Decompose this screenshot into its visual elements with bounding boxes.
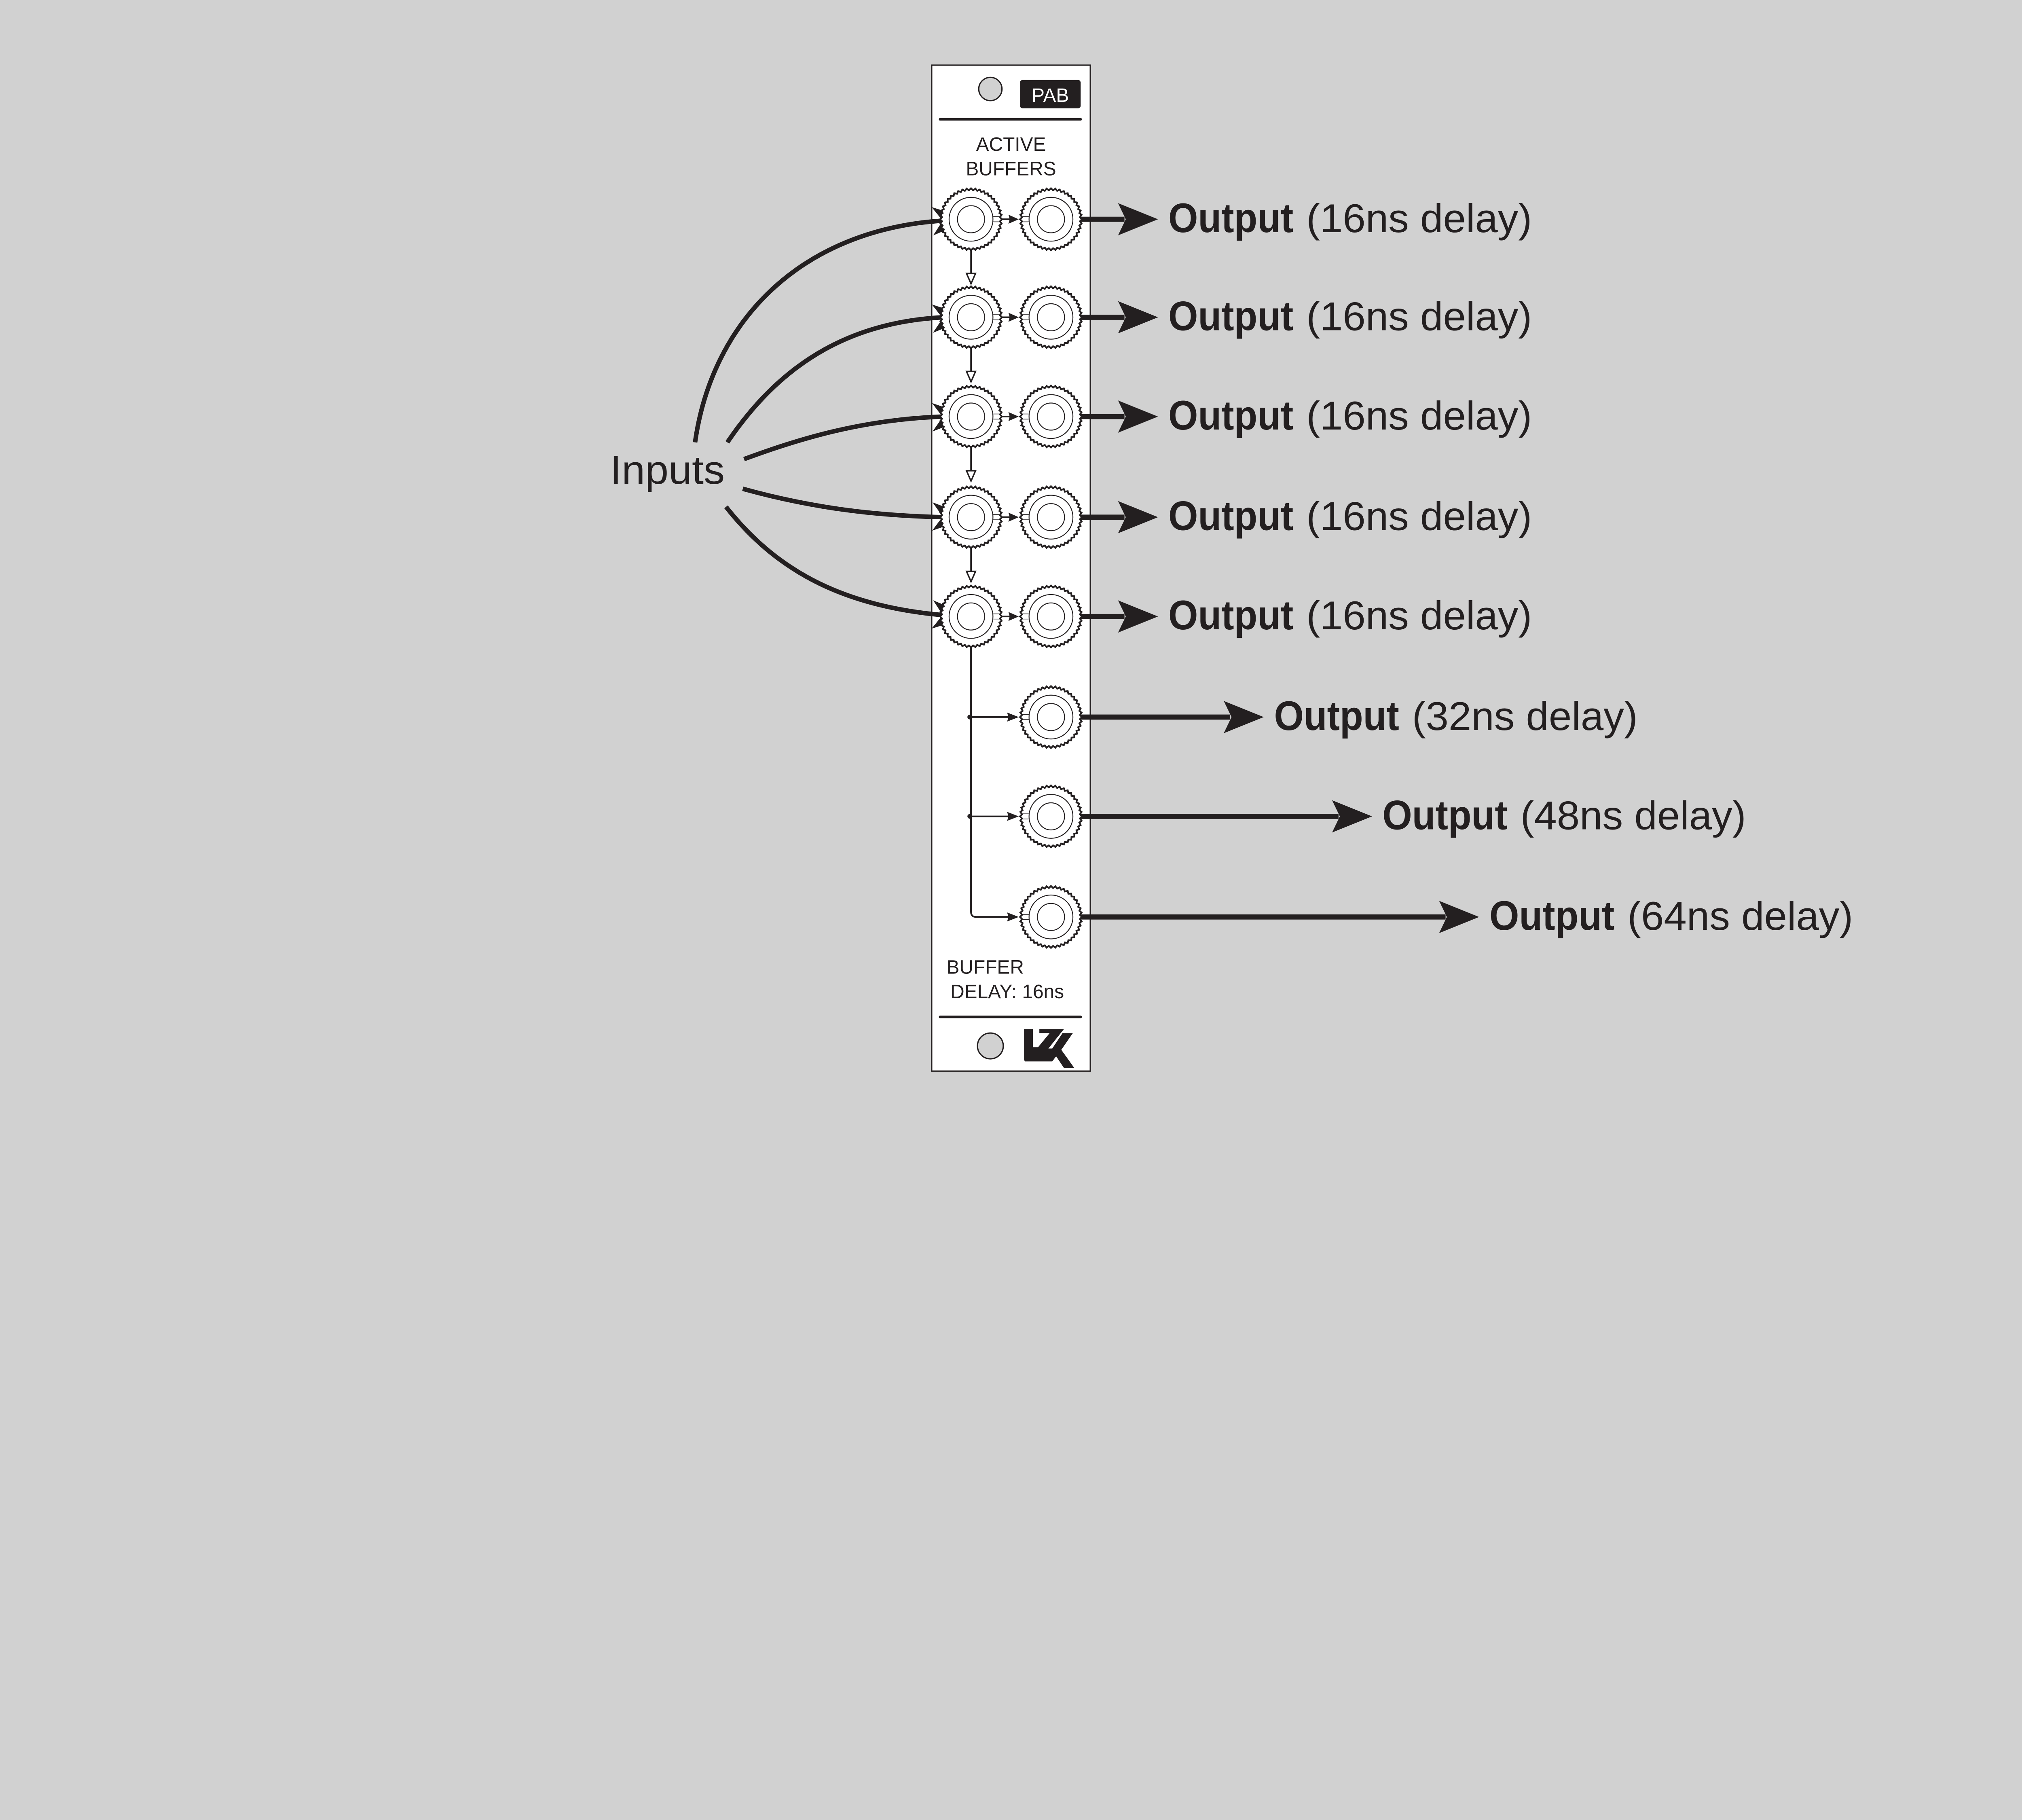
output-delay: (16ns delay) bbox=[1306, 294, 1532, 339]
output-arrow-icon bbox=[1224, 701, 1264, 733]
jack-ring bbox=[1028, 794, 1074, 839]
badge bbox=[1020, 80, 1081, 108]
output-arrow-icon bbox=[1118, 301, 1158, 334]
jack-socket bbox=[957, 602, 985, 631]
output-label: Output bbox=[1274, 693, 1399, 739]
jack-socket bbox=[1037, 703, 1065, 731]
buffer-link-arrow-icon bbox=[1008, 512, 1019, 522]
jack-socket bbox=[957, 205, 985, 233]
input-curve bbox=[725, 315, 944, 444]
jack-socket bbox=[957, 402, 985, 431]
output-delay: (48ns delay) bbox=[1521, 793, 1746, 838]
jack-ring bbox=[1028, 694, 1074, 740]
jack-ring bbox=[1028, 197, 1074, 242]
jack-ring bbox=[948, 295, 994, 340]
output-jack-5[interactable] bbox=[1019, 584, 1083, 649]
jack-socket bbox=[957, 503, 985, 531]
jack-ring bbox=[1028, 894, 1074, 940]
output-delay: (32ns delay) bbox=[1412, 694, 1638, 739]
input-curve bbox=[693, 218, 944, 443]
inputs-label: Inputs bbox=[610, 448, 725, 492]
output-arrow-icon bbox=[1118, 501, 1158, 533]
jack-ring bbox=[948, 197, 994, 242]
input-curve bbox=[742, 487, 944, 520]
jack-ring bbox=[1028, 394, 1074, 439]
jack-ring bbox=[1028, 295, 1074, 340]
jack-socket bbox=[1037, 503, 1065, 531]
output-delay: (16ns delay) bbox=[1306, 494, 1532, 539]
output-arrow-icon bbox=[1332, 800, 1372, 833]
panel-footer-line2: DELAY: 16ns bbox=[950, 981, 1064, 1003]
buffer-link-arrow-icon bbox=[1008, 412, 1019, 421]
output-arrow-icon bbox=[1118, 203, 1158, 235]
output-arrow-icon bbox=[1118, 600, 1158, 633]
output-labels: Output (16ns delay) Output (16ns delay) Outp… bbox=[1168, 195, 1853, 939]
jack-socket bbox=[1037, 903, 1065, 931]
output-delay: (64ns delay) bbox=[1627, 894, 1853, 938]
output-delay: (16ns delay) bbox=[1306, 196, 1532, 241]
input-jack-2[interactable] bbox=[939, 285, 1003, 349]
bus-arrow-icon bbox=[1007, 712, 1019, 722]
input-jack-1[interactable] bbox=[939, 187, 1003, 252]
jack-ring bbox=[1028, 594, 1074, 639]
output-jack-7[interactable] bbox=[1019, 784, 1083, 849]
top-screw-icon bbox=[978, 76, 1003, 102]
buffer-link-arrow-icon bbox=[1008, 214, 1019, 224]
output-arrow-icon bbox=[1118, 400, 1158, 433]
jack-ring bbox=[1028, 495, 1074, 540]
jack-socket bbox=[957, 303, 985, 332]
buffer-link-arrow-icon bbox=[1008, 313, 1019, 322]
output-jack-3[interactable] bbox=[1019, 384, 1083, 449]
output-label: Output bbox=[1168, 195, 1293, 241]
jack-socket bbox=[1037, 303, 1065, 332]
jack-ring bbox=[948, 394, 994, 439]
panel-footer-line1: BUFFER bbox=[947, 957, 1024, 978]
jack-ring bbox=[948, 495, 994, 540]
input-jack-5[interactable] bbox=[939, 584, 1003, 649]
input-curve bbox=[743, 414, 944, 461]
bus-junction-dot bbox=[967, 814, 972, 819]
input-curve bbox=[724, 505, 944, 618]
output-jack-2[interactable] bbox=[1019, 285, 1083, 349]
output-label: Output bbox=[1489, 893, 1614, 939]
cascade-arrow-icon bbox=[965, 273, 977, 286]
jack-socket bbox=[1037, 205, 1065, 233]
bus-arrow-icon bbox=[1007, 912, 1019, 922]
output-jack-8[interactable] bbox=[1019, 885, 1083, 949]
pab-module-diagram: PAB ACTIVE BUFFERS BUFFER DELAY: 16ns Ou… bbox=[610, 64, 1853, 1072]
cascade-arrow-icon bbox=[965, 470, 977, 483]
lzx-logo bbox=[1024, 1029, 1074, 1068]
output-jack-1[interactable] bbox=[1019, 187, 1083, 252]
panel-title-line2: BUFFERS bbox=[966, 159, 1056, 180]
output-delay: (16ns delay) bbox=[1306, 394, 1532, 438]
output-label: Output bbox=[1382, 792, 1507, 838]
output-label: Output bbox=[1168, 392, 1293, 438]
jack-ring bbox=[948, 594, 994, 639]
bottom-screw-icon bbox=[977, 1032, 1004, 1060]
buffer-link-arrow-icon bbox=[1008, 612, 1019, 621]
input-jack-4[interactable] bbox=[939, 485, 1003, 550]
jack-socket bbox=[1037, 602, 1065, 631]
jack-socket bbox=[1037, 402, 1065, 431]
output-jack-6[interactable] bbox=[1019, 685, 1083, 749]
bus-arrow-icon bbox=[1007, 812, 1019, 821]
cascade-arrow-icon bbox=[965, 370, 977, 384]
bus-junction-dot bbox=[967, 715, 972, 720]
output-delay: (16ns delay) bbox=[1306, 593, 1532, 638]
cascade-arrow-icon bbox=[965, 570, 977, 584]
output-label: Output bbox=[1168, 592, 1293, 638]
jack-socket bbox=[1037, 802, 1065, 831]
output-arrow-icon bbox=[1439, 901, 1479, 933]
output-label: Output bbox=[1168, 293, 1293, 339]
jacks bbox=[939, 187, 1083, 949]
input-jack-3[interactable] bbox=[939, 384, 1003, 449]
badge-text: PAB bbox=[1032, 85, 1069, 106]
panel-title-line1: ACTIVE bbox=[976, 134, 1046, 155]
output-label: Output bbox=[1168, 493, 1293, 539]
delay-bus-line bbox=[970, 647, 1014, 918]
output-jack-4[interactable] bbox=[1019, 485, 1083, 550]
